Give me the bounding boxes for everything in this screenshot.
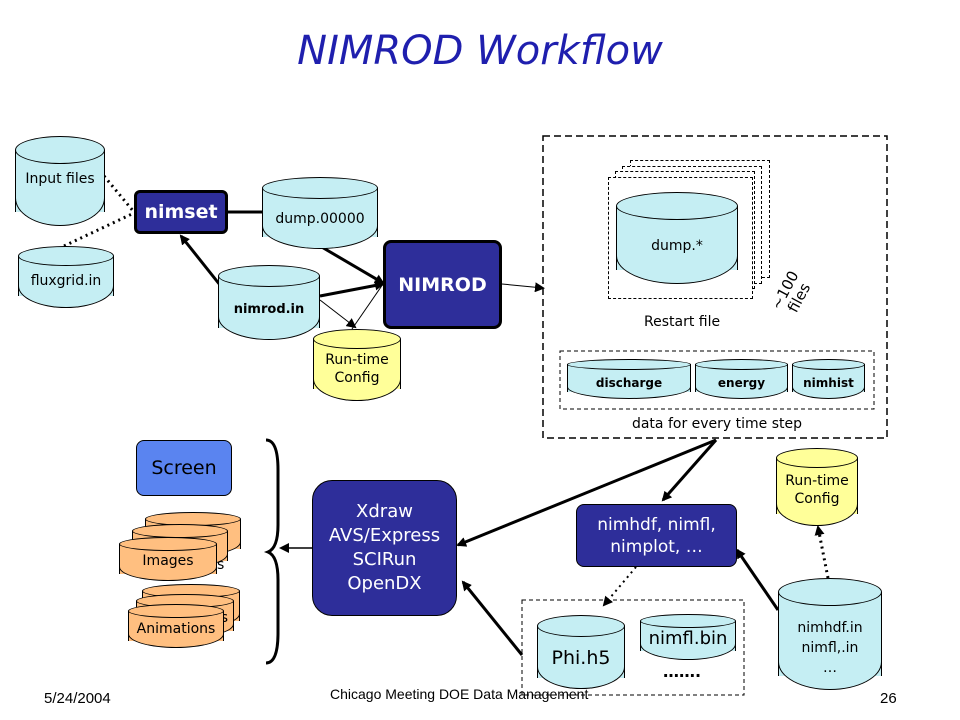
nimrodin-to-nimrod (319, 280, 385, 298)
screen-box: Screen (136, 440, 232, 496)
input-to-nimset (102, 175, 136, 213)
viz-tool-1: Xdraw (356, 501, 413, 522)
postproc-to-files (602, 566, 637, 607)
postproc-input-label: nimhdf.in nimfl,.in … (778, 618, 882, 678)
images-back-label: s (217, 557, 225, 573)
nimrodin-label: nimrod.in (233, 302, 305, 317)
config-to-nimrod (351, 283, 384, 330)
more-files-dots: ……. (663, 662, 702, 681)
output-to-viz (456, 438, 717, 547)
images-label: Images (142, 553, 194, 569)
postproc-output-box (521, 599, 745, 696)
postproc-input-cylinder: nimhdf.in nimfl,.in … (778, 578, 882, 690)
animations-cylinder: Animations (128, 604, 224, 648)
postproc-label: nimhdf, nimfl, nimplot, … (597, 514, 716, 557)
postproc-box: nimhdf, nimfl, nimplot, … (576, 504, 737, 567)
restart-file-label: Restart file (644, 314, 721, 330)
dump-to-nimrod (319, 244, 385, 285)
postproc-input-line-1: nimhdf.in (797, 620, 863, 636)
dump0-label: dump.00000 (275, 211, 365, 227)
fluxgrid-label: fluxgrid.in (30, 273, 102, 289)
screen-label: Screen (151, 457, 217, 479)
nimrod-label: NIMROD (398, 273, 487, 296)
viz-tool-3: SCIRun (352, 549, 417, 570)
footer-date: 5/24/2004 (44, 690, 111, 707)
nimrod-box: NIMROD (383, 240, 502, 329)
every-step-label: data for every time step (631, 416, 803, 432)
history-group-box (559, 350, 875, 410)
dump0-cylinder: dump.00000 (262, 177, 378, 249)
runtime-config-cylinder-2: Run-time Config (776, 448, 858, 526)
nimfl-bin-cylinder: nimfl.bin (640, 614, 736, 660)
output-to-postproc (661, 439, 718, 502)
nimhist-label: nimhist (803, 376, 854, 390)
phi-h5-cylinder: Phi.h5 (537, 615, 625, 689)
images-cylinder: Images (119, 537, 217, 581)
postprocin-to-postproc (735, 548, 780, 611)
postproc-input-line-2: nimfl,.in (801, 640, 859, 656)
dump-star-cylinder: dump.* (616, 192, 738, 284)
nimrod-to-output (501, 282, 545, 293)
viz-tool-4: OpenDX (347, 573, 422, 594)
phi-to-viz (461, 580, 524, 656)
animations-back-label: s (220, 610, 228, 626)
dump-star-label: dump.* (651, 238, 703, 254)
energy-cylinder: energy (695, 359, 788, 399)
output-group-box (542, 135, 888, 439)
animations-label: Animations (136, 621, 216, 637)
fluxgrid-to-nimset (63, 211, 135, 248)
postproc-input-line-3: … (823, 660, 837, 676)
nimrodin-to-nimset (179, 234, 222, 286)
discharge-cylinder: discharge (567, 359, 691, 399)
nimrodin-cylinder: nimrod.in (218, 265, 320, 340)
nimset-box: nimset (134, 190, 228, 234)
fluxgrid-cylinder: fluxgrid.in (18, 246, 114, 308)
nimfl-bin-label: nimfl.bin (648, 628, 728, 649)
postprocin-to-config (814, 525, 830, 579)
viz-tools-box: Xdraw AVS/Express SCIRun OpenDX (312, 480, 457, 616)
nimset-label: nimset (144, 201, 218, 223)
runtime-config-1-label: Run-time Config (325, 352, 389, 386)
input-files-label: Input files (25, 171, 95, 187)
footer-page-number: 26 (880, 690, 897, 707)
display-brace (263, 438, 280, 665)
nimrodin-to-config (319, 299, 357, 329)
runtime-config-cylinder-1: Run-time Config (313, 329, 401, 401)
input-files-cylinder: Input files (15, 136, 105, 226)
nimhist-cylinder: nimhist (792, 359, 865, 399)
runtime-config-2-label: Run-time Config (785, 473, 849, 507)
phi-h5-label: Phi.h5 (551, 647, 611, 669)
footer-center: Chicago Meeting DOE Data Management (330, 686, 589, 702)
discharge-label: discharge (595, 376, 663, 390)
energy-label: energy (717, 376, 766, 390)
viz-tool-2: AVS/Express (328, 525, 441, 546)
page-title: NIMROD Workflow (297, 28, 663, 74)
